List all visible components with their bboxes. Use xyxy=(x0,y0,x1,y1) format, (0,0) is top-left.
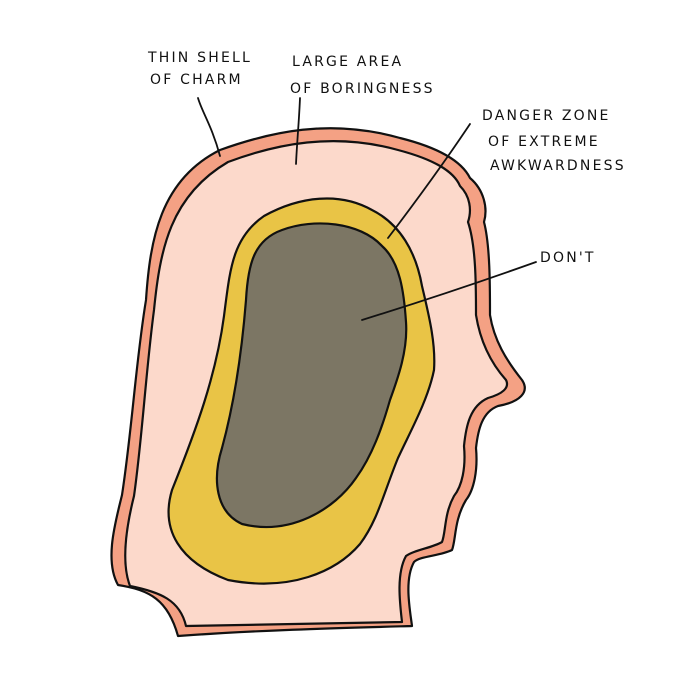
shell-leader-line xyxy=(197,97,221,157)
label-dont: DON'T xyxy=(540,250,596,266)
label-danger-line2: OF EXTREME xyxy=(488,134,600,150)
label-danger-line1: DANGER ZONE xyxy=(482,108,611,124)
dont-core-layer xyxy=(215,222,408,529)
label-boringness-line1: LARGE AREA xyxy=(292,54,403,70)
label-danger-line3: AWKWARDNESS xyxy=(490,158,626,174)
label-thin-shell-line1: THIN SHELL xyxy=(147,50,252,66)
danger-leader-line xyxy=(387,123,471,239)
label-thin-shell-line2: OF CHARM xyxy=(150,72,243,88)
label-boringness-line2: OF BORINGNESS xyxy=(290,81,435,97)
boring-leader-line xyxy=(295,97,301,165)
core-leader-line xyxy=(361,261,537,321)
